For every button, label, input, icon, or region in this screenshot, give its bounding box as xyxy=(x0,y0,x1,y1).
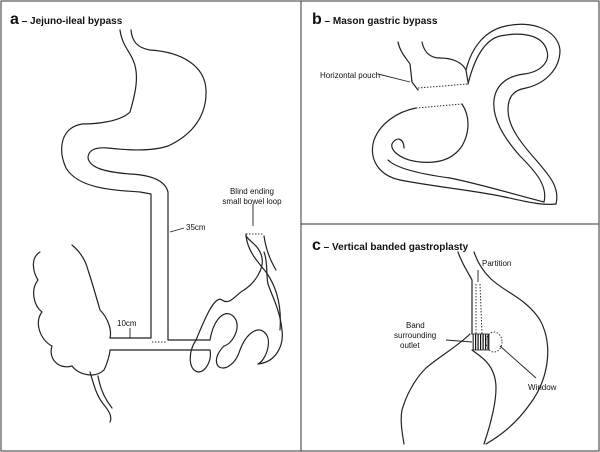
small-bowel-coils xyxy=(189,235,270,373)
band-label-line1: Band xyxy=(406,321,425,330)
panel-c: c – Vertical banded gastroplasty Partiti… xyxy=(312,237,557,445)
band xyxy=(472,333,490,351)
partition-label: Partition xyxy=(482,259,511,268)
panel-c-frame xyxy=(300,223,600,452)
blind-loop-label-line1: Blind ending xyxy=(230,187,274,196)
colon xyxy=(32,244,112,376)
panel-a: a – Jejuno-ileal bypass Blind ending sma… xyxy=(10,11,283,423)
blind-loop-label-line2: small bowel loop xyxy=(222,197,282,206)
appendix xyxy=(89,371,112,423)
gastric-pouch xyxy=(397,41,469,91)
partition-line-2 xyxy=(479,283,483,335)
pouch-staple-line xyxy=(417,83,469,89)
window-leader xyxy=(499,345,537,379)
label-10cm: 10cm xyxy=(117,319,137,328)
panel-b-title: b – Mason gastric bypass xyxy=(312,11,438,28)
band-label-line3: outlet xyxy=(400,341,420,350)
appendix-inner xyxy=(97,375,113,409)
panel-b-frame xyxy=(300,0,600,225)
band-label-line2: surrounding xyxy=(394,331,436,340)
blind-loop-outer xyxy=(245,235,281,331)
small-bowel-outer xyxy=(257,251,283,365)
stomach-c-inner xyxy=(471,349,497,445)
window xyxy=(485,331,503,353)
panel-c-title: c – Vertical banded gastroplasty xyxy=(312,237,469,254)
pouch-leader xyxy=(377,73,411,83)
blind-loop-inner xyxy=(263,235,277,271)
window-label: Window xyxy=(528,383,557,392)
anastomosis-left xyxy=(109,329,152,339)
stomach-c xyxy=(400,251,549,445)
label-35cm: 35cm xyxy=(186,223,206,232)
jejunal-limb xyxy=(467,33,549,203)
stomach-a xyxy=(61,29,207,331)
leader-35cm xyxy=(169,227,185,233)
stomach-remnant xyxy=(371,103,557,205)
panel-a-title: a – Jejuno-ileal bypass xyxy=(10,11,123,28)
panel-b: b – Mason gastric bypass Horizontal pouc… xyxy=(312,11,561,205)
horizontal-pouch-label: Horizontal pouch xyxy=(320,71,380,80)
band-leader xyxy=(445,339,473,343)
